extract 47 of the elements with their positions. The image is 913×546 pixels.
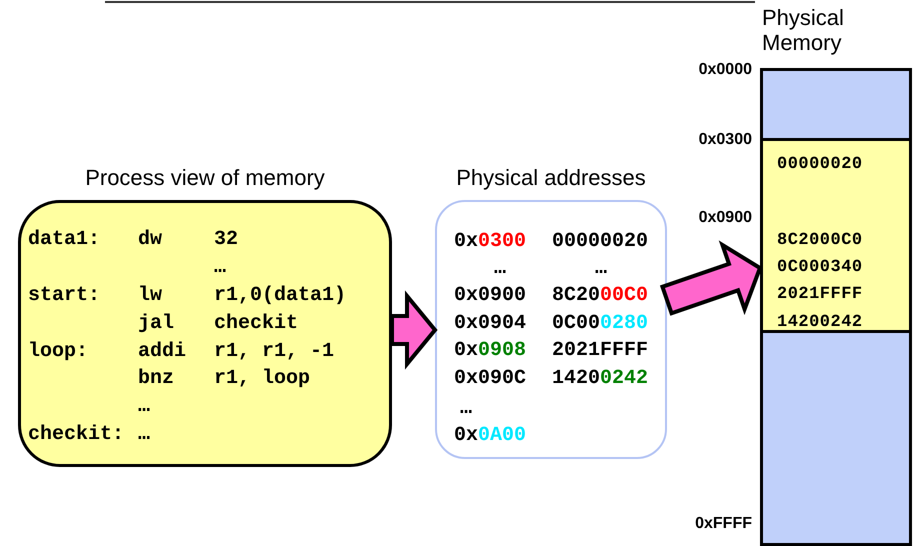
code-text: start:: [28, 286, 100, 306]
block-arrow: [390, 290, 438, 370]
memory-entry: 0x0908: [454, 341, 526, 361]
memory-entry: 0x0A00: [454, 426, 526, 446]
memory-word: 14200242: [777, 314, 863, 331]
memory-word: 2021FFFF: [777, 286, 863, 303]
code-text: checkit:: [28, 425, 124, 445]
code-text: r1, r1, -1: [214, 342, 334, 362]
heading: Physical addresses: [455, 165, 647, 190]
memory-entry: 0C000280: [552, 314, 648, 334]
address-label: 0x0900: [698, 209, 752, 227]
memory-word: 00000020: [777, 156, 863, 173]
memory-entry: 0x0904: [454, 314, 526, 334]
code-text: r1,0(data1): [214, 286, 346, 306]
code-text: jal: [138, 314, 174, 334]
code-text: lw: [138, 286, 162, 306]
memory-entry: 0x090C: [454, 369, 526, 389]
code-text: dw: [138, 230, 162, 250]
memory-entry: …: [595, 259, 608, 279]
code-text: checkit: [214, 314, 298, 334]
address-label: 0xFFFF: [694, 515, 752, 533]
memory-region: [760, 138, 912, 333]
memory-entry: 14200242: [552, 369, 648, 389]
memory-word: 8C2000C0: [777, 232, 863, 249]
address-label: 0x0000: [698, 61, 752, 79]
code-text: bnz: [138, 369, 174, 389]
memory-entry: 2021FFFF: [552, 341, 648, 361]
memory-entry: 00000020: [552, 232, 648, 252]
memory-entry: …: [494, 259, 506, 279]
memory-region: [760, 330, 912, 546]
code-text: addi: [138, 342, 186, 362]
block-arrow: [660, 240, 762, 316]
code-text: …: [214, 258, 226, 278]
heading: Process view of memory: [84, 165, 326, 190]
code-text: …: [138, 425, 150, 445]
code-text: …: [138, 397, 150, 417]
address-label: 0x0300: [698, 131, 752, 149]
memory-entry: …: [460, 399, 472, 419]
memory-word: 0C000340: [777, 259, 863, 276]
memory-entry: 0x0300: [454, 232, 526, 252]
code-text: 32: [214, 230, 238, 250]
code-text: r1, loop: [214, 369, 310, 389]
code-text: loop:: [28, 342, 88, 362]
code-text: data1:: [28, 230, 100, 250]
heading: Physical Memory: [762, 5, 845, 56]
memory-entry: 8C2000C0: [552, 286, 648, 306]
memory-entry: 0x0900: [454, 286, 526, 306]
